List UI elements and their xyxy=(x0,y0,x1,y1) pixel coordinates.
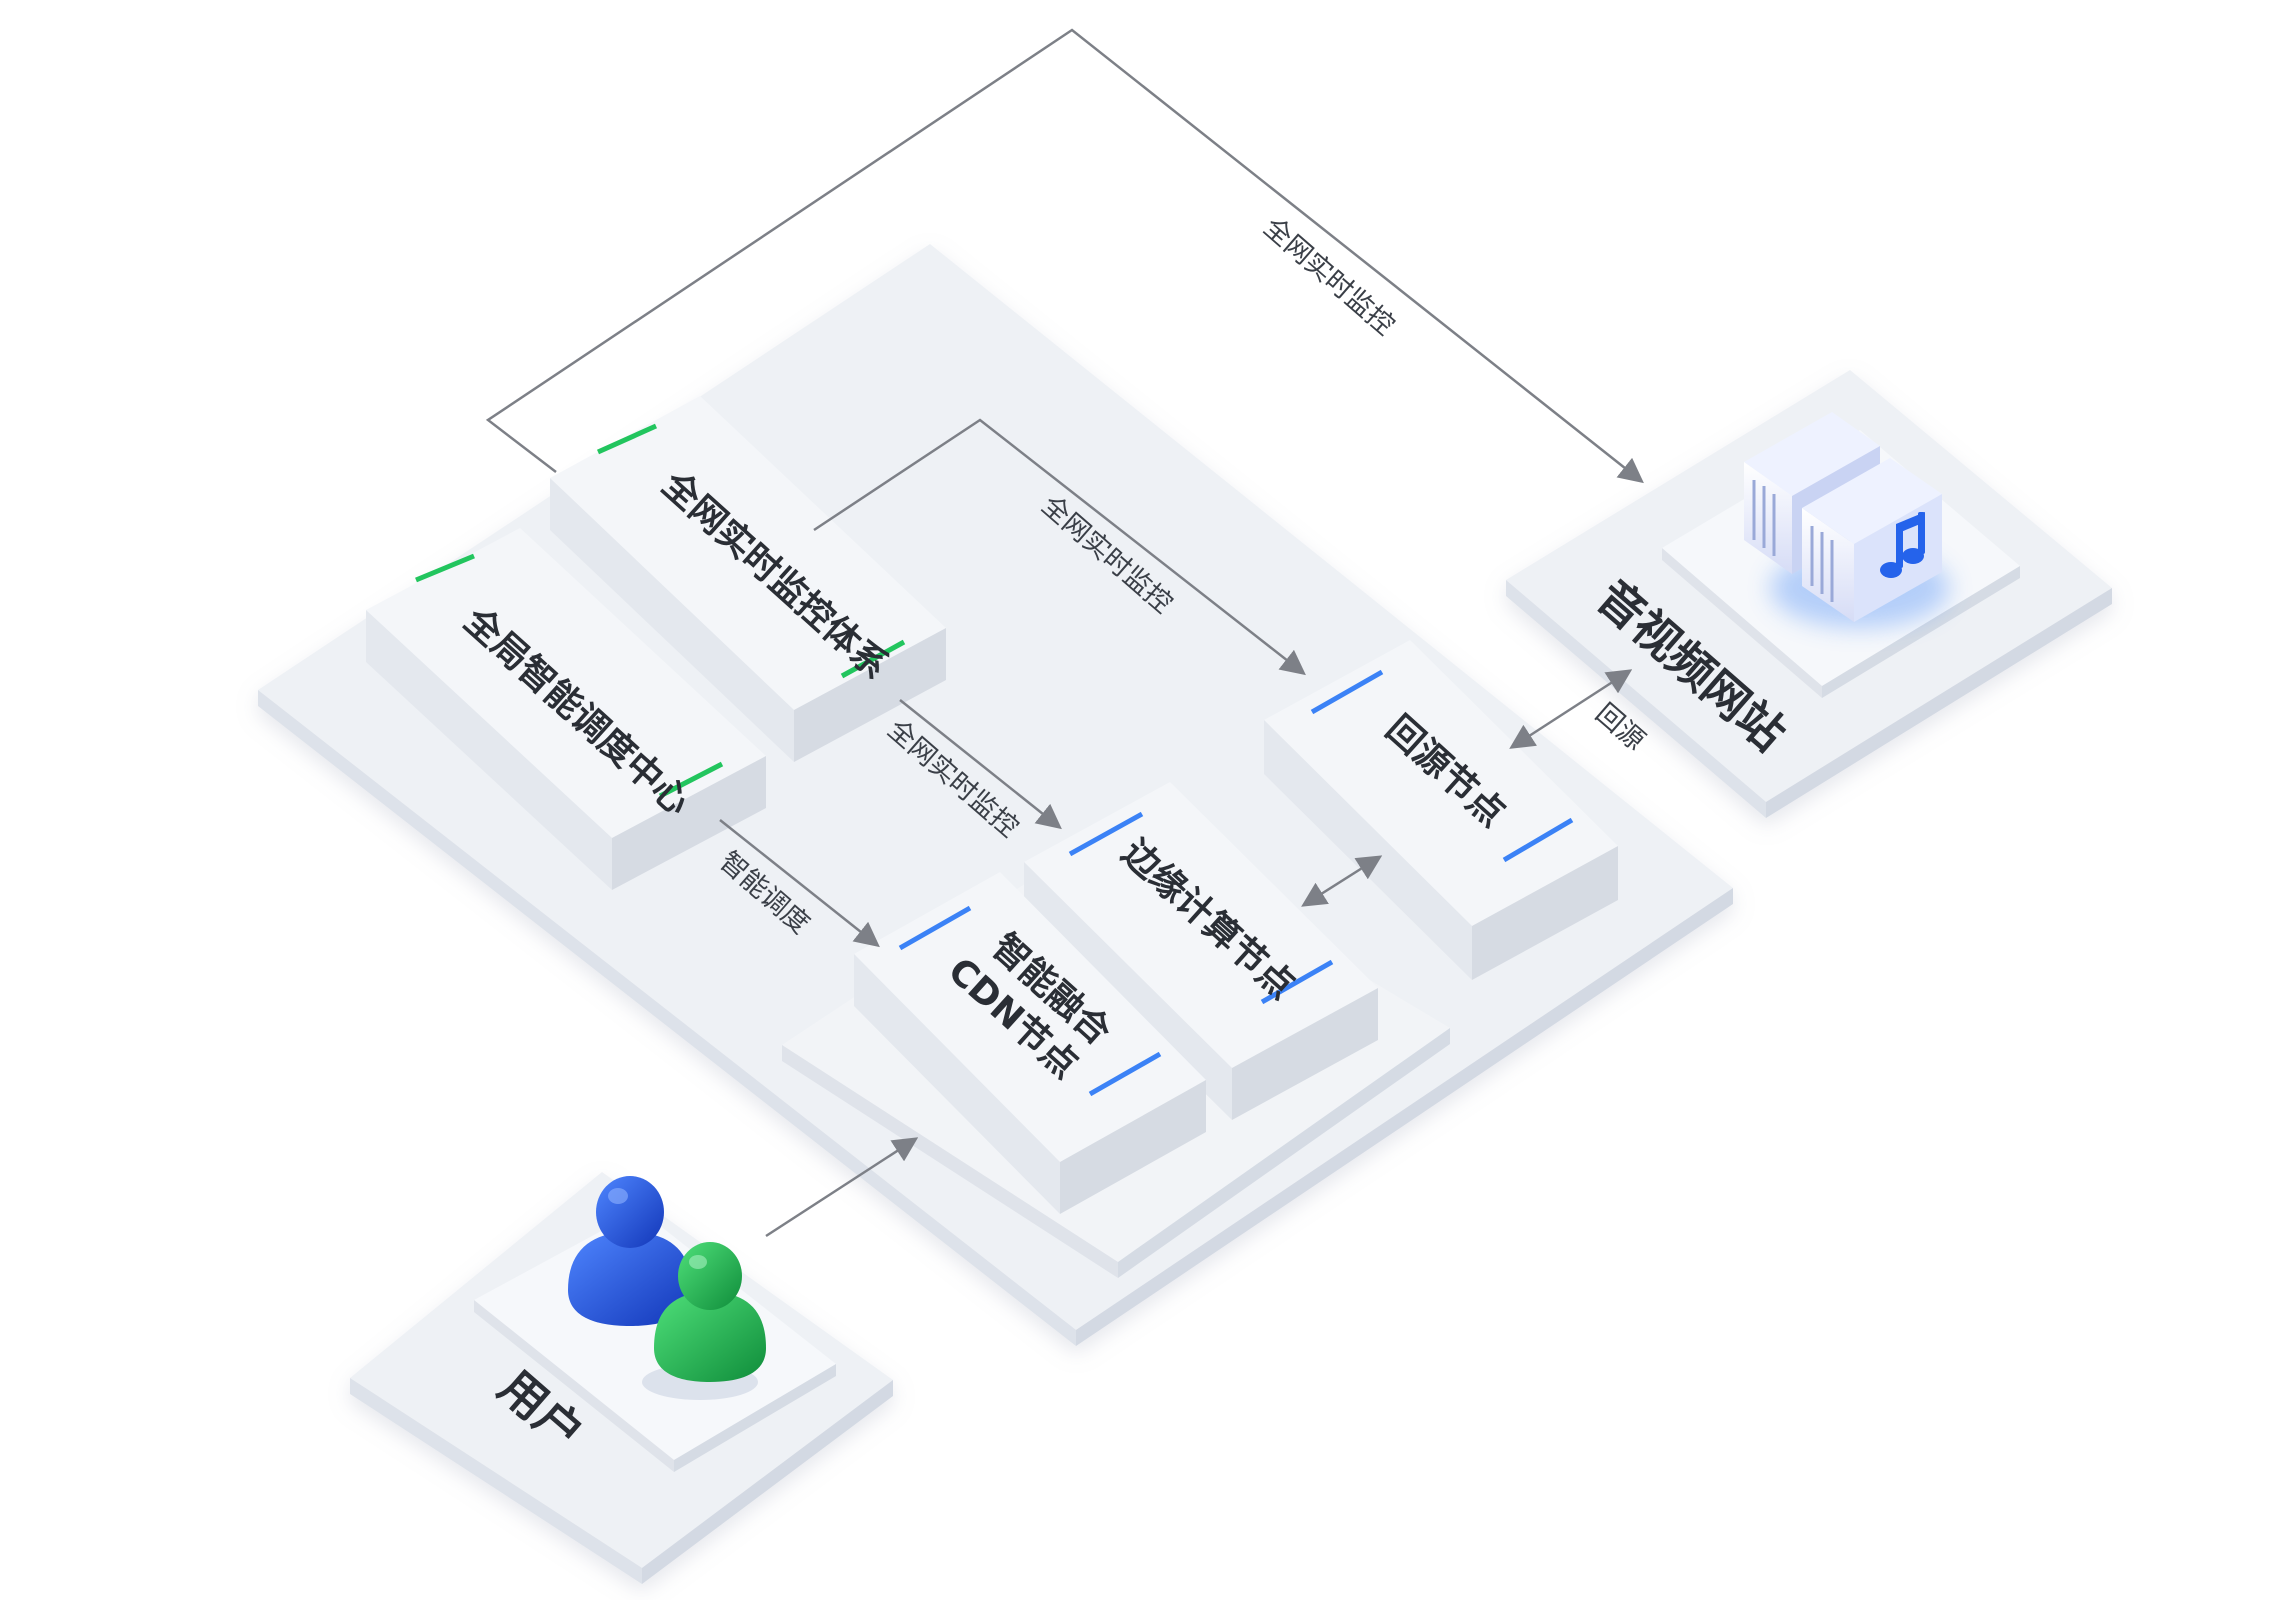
origin-site-link xyxy=(1509,669,1633,749)
monitor-to-origin-line xyxy=(813,418,1306,676)
node-global-dispatch[interactable]: 全局智能调度中心 xyxy=(366,528,766,890)
user-group-icon xyxy=(568,1176,766,1400)
blue-accent xyxy=(1088,1051,1162,1097)
blue-accent xyxy=(1310,669,1384,715)
blue-accent xyxy=(898,905,972,951)
green-accent xyxy=(658,761,724,799)
green-accent xyxy=(415,553,475,583)
edge-origin-link xyxy=(1301,855,1383,907)
edge-label-monitor-top: 全网实时监控 xyxy=(1257,212,1400,342)
blue-accent xyxy=(1260,959,1334,1005)
node-smart-cdn[interactable]: 智能融合 CDN节点 xyxy=(854,872,1206,1214)
green-accent xyxy=(840,639,906,679)
music-note-icon xyxy=(1880,512,1925,578)
monitor-top-line xyxy=(485,28,1644,484)
music-server-icon xyxy=(1744,412,1950,628)
node-monitor-system[interactable]: 全网实时监控体系 xyxy=(550,396,946,762)
node-origin[interactable]: 回源节点 xyxy=(1264,640,1618,980)
monitor-to-edge-line xyxy=(899,699,1062,830)
user-platform xyxy=(350,1172,893,1584)
green-accent xyxy=(596,423,658,455)
user-blue-figure xyxy=(568,1176,692,1326)
user-green-figure xyxy=(654,1242,766,1382)
user-to-cdn-line xyxy=(765,1137,919,1238)
connectors xyxy=(485,28,1644,1238)
blue-accent xyxy=(1068,811,1144,857)
blue-accent xyxy=(1502,817,1574,863)
dispatch-to-cdn-line xyxy=(719,819,880,948)
